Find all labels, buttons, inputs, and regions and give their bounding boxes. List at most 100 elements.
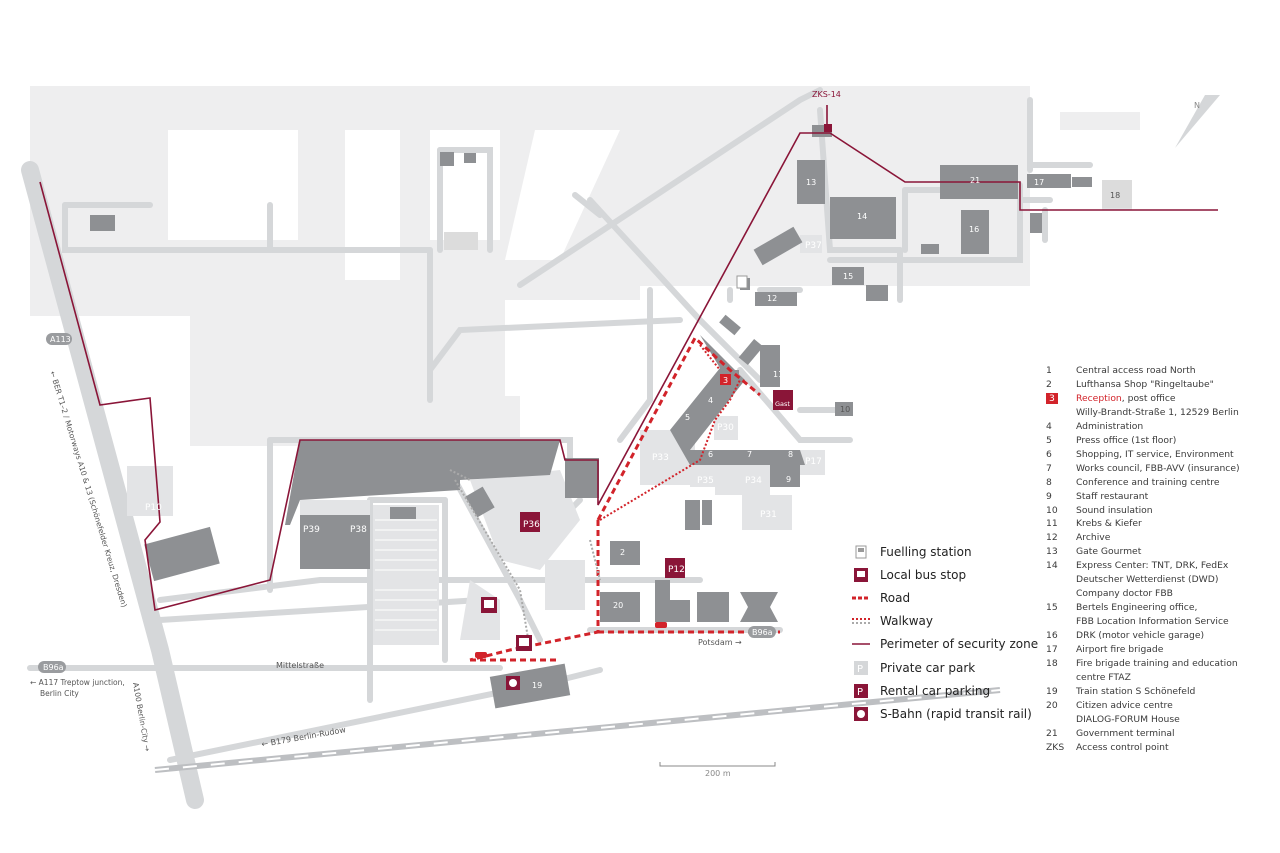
- index-number: 10: [1046, 504, 1058, 516]
- legend-label: Fuelling station: [880, 544, 972, 559]
- index-text: DIALOG-FORUM House: [1076, 713, 1180, 725]
- index-row: Willy-Brandt-Straße 1, 12529 Berlin: [1046, 406, 1274, 420]
- svg-text:P: P: [857, 664, 863, 675]
- index-text: Gate Gourmet: [1076, 546, 1142, 558]
- index-number: 1: [1046, 365, 1052, 376]
- scale-bar: 200 m: [659, 762, 776, 778]
- index-number: 16: [1046, 630, 1058, 642]
- perimeter-line-icon: [852, 637, 870, 651]
- buildings: [90, 125, 1092, 709]
- index-text: Deutscher Wetterdienst (DWD): [1076, 574, 1219, 586]
- building-numbers: 2 4 5 6 7 8 9 10 11 12 13 14 15 16 17 18…: [532, 176, 1120, 690]
- bus-stop-icons: [481, 597, 532, 651]
- legend-item-private-parking: P Private car park: [852, 656, 1052, 679]
- parking-p36: P36: [523, 520, 540, 530]
- building-20-label: 20: [613, 601, 623, 610]
- rental-parking-markers: P36 P12 Gast: [520, 390, 793, 578]
- fuel-station-icon: [852, 545, 870, 559]
- index-number: [1046, 573, 1076, 587]
- road-label-a113: A113: [50, 335, 71, 344]
- private-parking-labels: P10 P39 P38 P37 P33 P30 P35 P34 P31 P17: [145, 241, 822, 535]
- walkways-grey: [449, 469, 601, 651]
- index-number: ZKS: [1046, 741, 1065, 753]
- index-number: [1046, 713, 1076, 727]
- index-number: 3: [1046, 392, 1076, 406]
- road-label-b96a-left: B96a: [43, 663, 64, 672]
- index-number: 17: [1046, 644, 1058, 656]
- bus-stop-icon: [852, 567, 870, 582]
- index-number: 14: [1046, 560, 1058, 572]
- index-text: Administration: [1076, 420, 1144, 432]
- index-row: 15 Bertels Engineering office,: [1046, 601, 1274, 615]
- gate-label: ZKS-14: [812, 90, 841, 99]
- index-number: 2: [1046, 378, 1052, 390]
- index-text: Shopping, IT service, Environment: [1076, 448, 1234, 460]
- scale-label: 200 m: [705, 769, 731, 778]
- road-label-a117: ← A117 Treptow junction,: [30, 678, 125, 687]
- index-row: Company doctor FBB: [1046, 587, 1274, 601]
- building-16-label: 16: [969, 225, 979, 234]
- index-row: DIALOG-FORUM House: [1046, 713, 1274, 727]
- building-7-label: 7: [747, 450, 752, 459]
- building-15-label: 15: [843, 272, 853, 281]
- legend-label: S-Bahn (rapid transit rail): [880, 706, 1032, 721]
- parking-p37: P37: [805, 241, 822, 251]
- legend-item-road: Road: [852, 586, 1052, 609]
- index-number: 7: [1046, 462, 1052, 474]
- parking-p10: P10: [145, 503, 162, 513]
- legend-item-fuel: Fuelling station: [852, 540, 1052, 563]
- index-text: Central access road North: [1076, 365, 1196, 376]
- road-line-icon: [852, 591, 870, 605]
- road-label-a100: A100 Berlin-City →: [131, 682, 152, 752]
- legend-label: Local bus stop: [880, 567, 967, 582]
- road-label-b96a-right: B96a: [752, 628, 773, 637]
- building-21-label: 21: [970, 176, 980, 185]
- index-text: Citizen advice centre: [1076, 699, 1173, 711]
- parking-grid: [375, 519, 437, 631]
- north-arrow: N: [1175, 95, 1220, 148]
- index-number: 19: [1046, 685, 1058, 697]
- index-text: Reception, post office: [1076, 392, 1176, 404]
- parking-p38: P38: [350, 525, 367, 535]
- index-number: 13: [1046, 546, 1058, 558]
- index-text: Conference and training centre: [1076, 476, 1220, 488]
- index-number: 4: [1046, 420, 1052, 432]
- building-17-label: 17: [1034, 178, 1044, 187]
- index-number: 15: [1046, 602, 1058, 614]
- apron-areas: [30, 86, 1140, 446]
- parking-p17: P17: [805, 457, 822, 467]
- walkway-line-icon: [852, 614, 870, 628]
- building-19-label: 19: [532, 681, 542, 690]
- index-text: Staff restaurant: [1076, 490, 1149, 502]
- parking-p39: P39: [303, 525, 320, 535]
- index-text: Airport fire brigade: [1076, 644, 1164, 656]
- parking-p35: P35: [697, 476, 714, 486]
- index-text: Bertels Engineering office,: [1076, 602, 1198, 614]
- building-6-label: 6: [708, 450, 713, 459]
- index-number: [1046, 615, 1076, 629]
- building-9-label: 9: [786, 475, 791, 484]
- private-parking-icon: P: [852, 660, 870, 675]
- building-3-label: 3: [723, 376, 728, 385]
- legend-item-sbahn: S-Bahn (rapid transit rail): [852, 702, 1052, 725]
- index-row: centre FTAZ: [1046, 671, 1274, 685]
- index-text: Sound insulation: [1076, 504, 1153, 516]
- svg-text:P: P: [857, 687, 863, 698]
- building-13-label: 13: [806, 178, 816, 187]
- building-10-label: 10: [840, 405, 850, 414]
- parking-gast: Gast: [775, 400, 790, 408]
- index-number: [1046, 671, 1076, 685]
- legend-label: Private car park: [880, 660, 976, 675]
- index-row: 13 Gate Gourmet: [1046, 545, 1274, 559]
- parking-p12: P12: [668, 565, 685, 575]
- index-number: 8: [1046, 476, 1052, 488]
- car-icons: [475, 622, 667, 658]
